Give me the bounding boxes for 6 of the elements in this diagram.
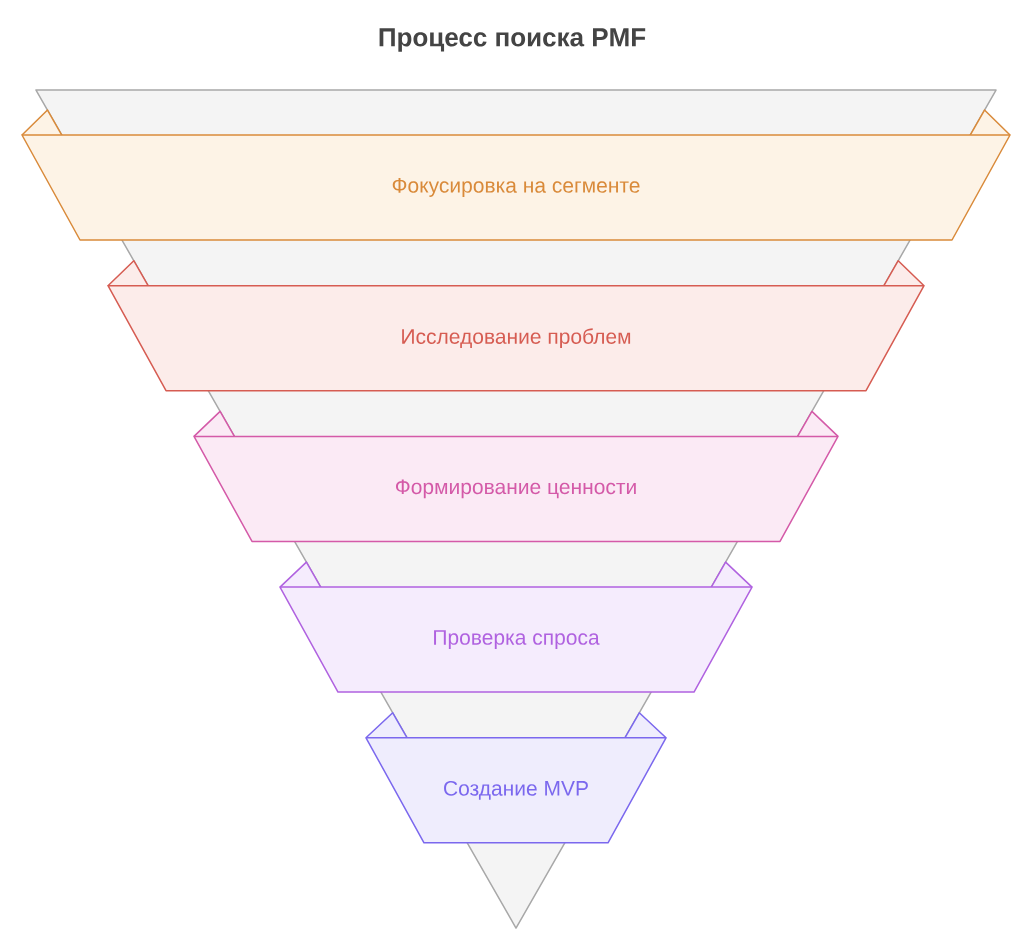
funnel-band: Формирование ценности [193, 435, 839, 543]
funnel-band: Фокусировка на сегменте [21, 134, 1011, 241]
title: Процесс поиска PMF [379, 28, 646, 52]
funnel-band: Создание MVP [365, 737, 667, 844]
funnel-band: Исследование проблем [107, 284, 925, 392]
funnel-band: Проверка спроса [279, 586, 753, 693]
